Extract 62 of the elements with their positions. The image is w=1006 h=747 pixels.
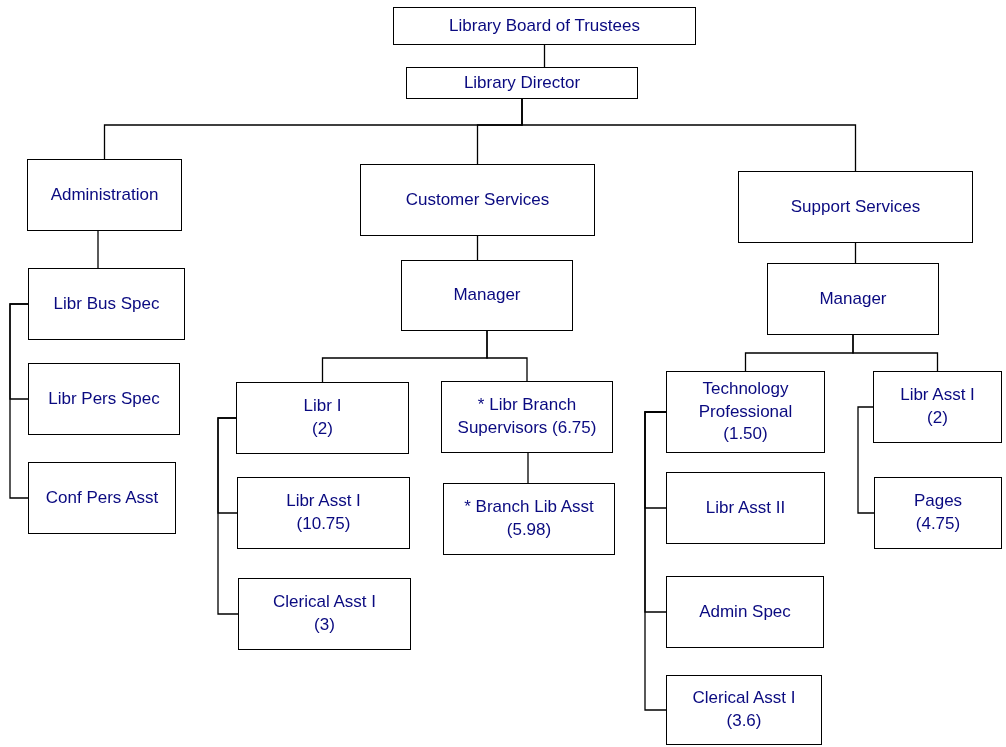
connector-line — [97, 230, 99, 269]
position-box — [28, 462, 176, 534]
connector-line — [217, 417, 239, 615]
position-box — [401, 260, 573, 331]
position-box — [27, 159, 182, 231]
connector-line — [486, 330, 528, 382]
position-box — [236, 382, 409, 454]
position-title: (3) — [314, 614, 335, 636]
position-title: Clerical Asst I — [692, 687, 796, 710]
position-box — [441, 381, 613, 453]
position-box — [666, 576, 824, 648]
connector-line — [644, 411, 667, 711]
connector-line — [9, 303, 29, 499]
position-title: Customer Services — [405, 188, 550, 211]
position-box — [360, 164, 595, 236]
position-box — [443, 483, 615, 555]
position-title: Manager — [453, 284, 521, 307]
position-title: Libr Asst I — [900, 384, 975, 407]
position-box — [393, 7, 696, 45]
connector-line — [476, 235, 479, 261]
position-title: Libr I — [303, 395, 342, 418]
connector-line — [527, 452, 529, 484]
position-box — [237, 477, 410, 549]
position-title: Library Board of Trustees — [449, 14, 640, 37]
position-box — [874, 477, 1002, 549]
position-title: Libr Asst II — [705, 496, 786, 519]
position-box — [28, 268, 185, 340]
connector-line — [852, 334, 939, 372]
position-title: Libr Pers Spec — [48, 387, 160, 410]
position-title: Clerical Asst I — [273, 591, 376, 614]
position-box — [666, 472, 825, 544]
position-title: Library Director — [463, 71, 581, 94]
position-title: (1.50) — [723, 423, 768, 446]
position-box — [666, 675, 822, 745]
position-title: (10.75) — [296, 513, 351, 535]
connector-line — [857, 406, 875, 514]
position-title: Conf Pers Asst — [45, 486, 159, 509]
position-title: (3.6) — [726, 710, 762, 732]
position-title: Pages — [913, 490, 963, 513]
position-title: Libr Asst I — [286, 490, 361, 513]
position-title: Support Services — [790, 195, 921, 218]
position-box — [406, 67, 638, 99]
position-box — [738, 171, 973, 243]
connector-line — [521, 98, 857, 172]
position-title: * Branch Lib Asst — [464, 496, 594, 519]
position-title: * Libr Branch Supervisors (6.75) — [456, 394, 598, 439]
position-title: (5.98) — [506, 519, 552, 541]
position-title: Libr Bus Spec — [53, 292, 160, 315]
position-title: Administration — [50, 183, 159, 206]
position-title: Admin Spec — [699, 600, 791, 623]
position-title: (4.75) — [915, 513, 961, 535]
position-box — [666, 371, 825, 453]
position-box — [238, 578, 411, 650]
position-box — [767, 263, 939, 335]
position-title: (2) — [312, 418, 333, 440]
position-title: Technology Professional — [697, 377, 794, 423]
connector-line — [854, 242, 857, 264]
position-box — [873, 371, 1002, 443]
position-box — [28, 363, 180, 435]
position-title: Manager — [819, 287, 887, 310]
connector-line — [543, 44, 546, 68]
position-title: (2) — [927, 407, 948, 429]
